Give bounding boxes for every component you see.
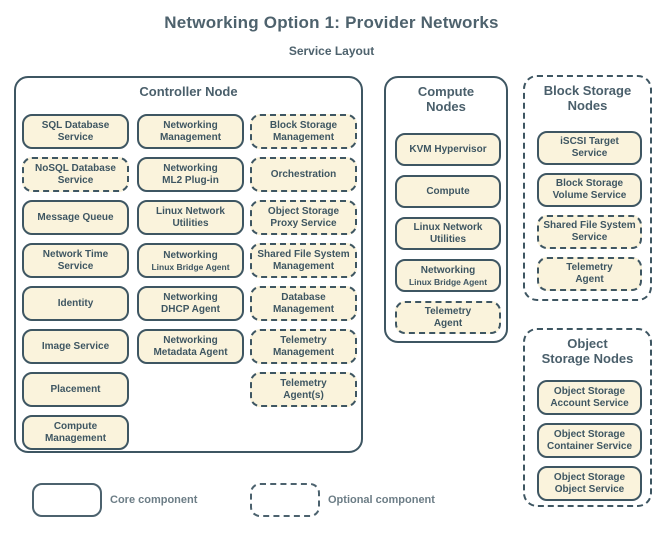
optional-component-sample-box: [250, 483, 320, 517]
legend-optional-component: Optional component: [250, 483, 435, 517]
service-box: Message Queue: [22, 200, 129, 235]
legend-core-component: Core component: [32, 483, 197, 517]
service-box: Compute: [395, 175, 501, 208]
core-component-sample-box: [32, 483, 102, 517]
service-box: Orchestration: [250, 157, 357, 192]
service-box: Identity: [22, 286, 129, 321]
service-box: KVM Hypervisor: [395, 133, 501, 166]
diagram-title: Networking Option 1: Provider Networks: [164, 13, 499, 32]
legend-label: Core component: [110, 494, 198, 506]
service-box: Placement: [22, 372, 129, 407]
service-box: Image Service: [22, 329, 129, 364]
diagram-subtitle: Service Layout: [288, 44, 375, 58]
legend-label: Optional component: [328, 494, 435, 506]
group-title: Controller Node: [139, 84, 238, 99]
